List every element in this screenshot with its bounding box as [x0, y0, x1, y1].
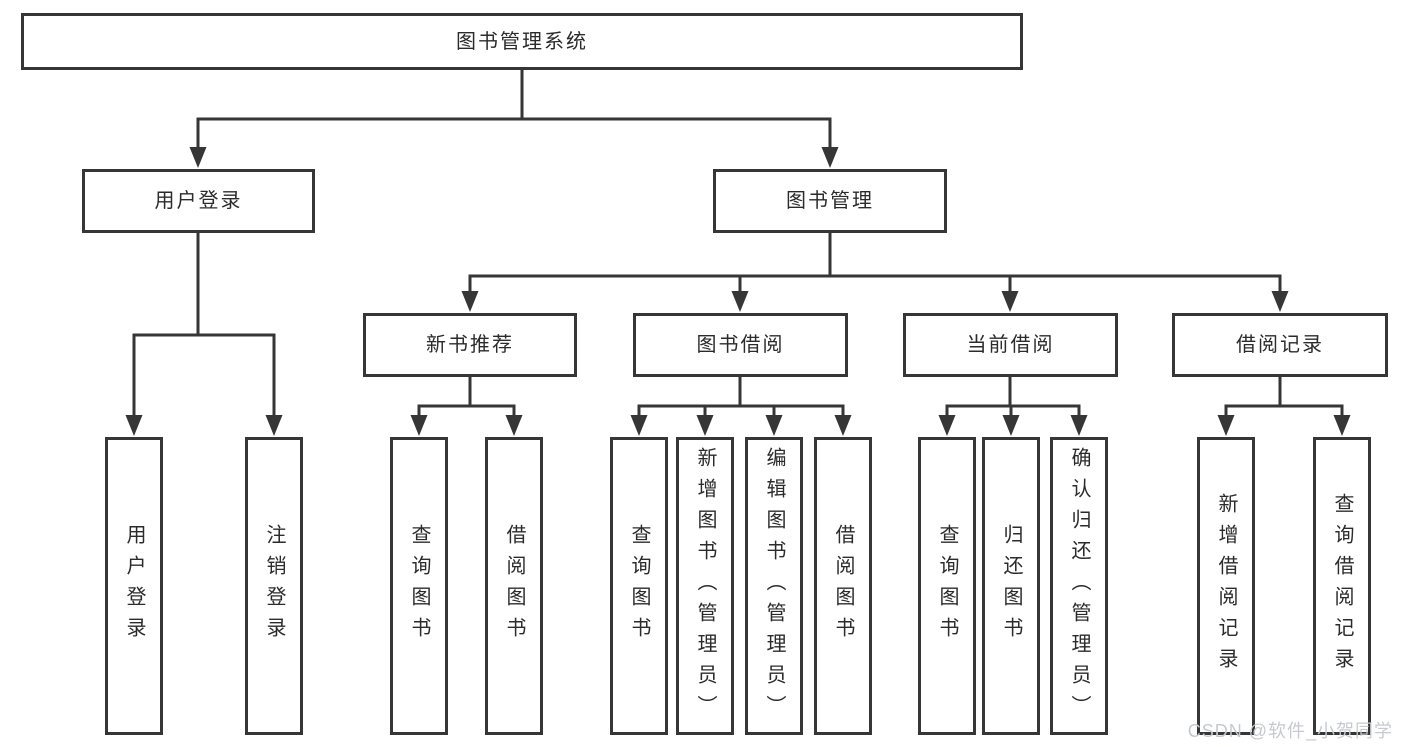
node-label: 用户登录 [154, 190, 243, 212]
node-label: 借阅记录 [1236, 334, 1324, 356]
node-label: 当前借阅 [966, 334, 1055, 356]
node-label: 新书推荐 [426, 334, 514, 356]
node-label: 用户登录 [123, 524, 145, 648]
node-book-management: 图书管理 [713, 169, 947, 233]
node-current-borrowing: 当前借阅 [903, 313, 1118, 377]
leaf-borrow-edit-book-admin: 编辑图书（管理员） [745, 437, 803, 735]
node-label: 确认归还（管理员） [1068, 446, 1090, 726]
node-label: 查询图书 [936, 524, 958, 648]
node-label: 图书借阅 [696, 334, 785, 356]
node-label: 查询图书 [408, 524, 430, 648]
node-label: 图书管理 [786, 190, 874, 212]
leaf-borrow-query-book: 查询图书 [610, 437, 668, 735]
leaf-current-return-book: 归还图书 [982, 437, 1040, 735]
node-book-borrowing: 图书借阅 [633, 313, 848, 377]
node-label: 注销登录 [263, 524, 285, 648]
node-new-book-recommend: 新书推荐 [363, 313, 577, 377]
node-library-system-root: 图书管理系统 [21, 13, 1023, 70]
node-label: 归还图书 [1000, 524, 1022, 648]
leaf-user-login: 用户登录 [105, 437, 163, 735]
node-label: 查询借阅记录 [1331, 493, 1353, 679]
node-label: 新增借阅记录 [1215, 493, 1237, 679]
leaf-current-confirm-return-admin: 确认归还（管理员） [1050, 437, 1108, 735]
node-user-login: 用户登录 [82, 169, 315, 233]
node-label: 借阅图书 [832, 524, 854, 648]
node-label: 编辑图书（管理员） [763, 446, 785, 726]
node-label: 借阅图书 [503, 524, 525, 648]
leaf-records-add-record: 新增借阅记录 [1197, 437, 1255, 735]
leaf-logout-login: 注销登录 [245, 437, 303, 735]
leaf-newrec-borrow-book: 借阅图书 [485, 437, 543, 735]
leaf-borrow-add-book-admin: 新增图书（管理员） [676, 437, 734, 735]
leaf-newrec-query-book: 查询图书 [390, 437, 448, 735]
leaf-records-query-record: 查询借阅记录 [1313, 437, 1371, 735]
leaf-current-query-book: 查询图书 [918, 437, 976, 735]
node-borrowing-records: 借阅记录 [1172, 313, 1388, 377]
node-label: 新增图书（管理员） [694, 446, 716, 726]
watermark: CSDN @软件_小贺同学 [1187, 721, 1393, 741]
leaf-borrow-borrow-book: 借阅图书 [814, 437, 872, 735]
node-label: 图书管理系统 [456, 30, 588, 53]
node-label: 查询图书 [628, 524, 650, 648]
